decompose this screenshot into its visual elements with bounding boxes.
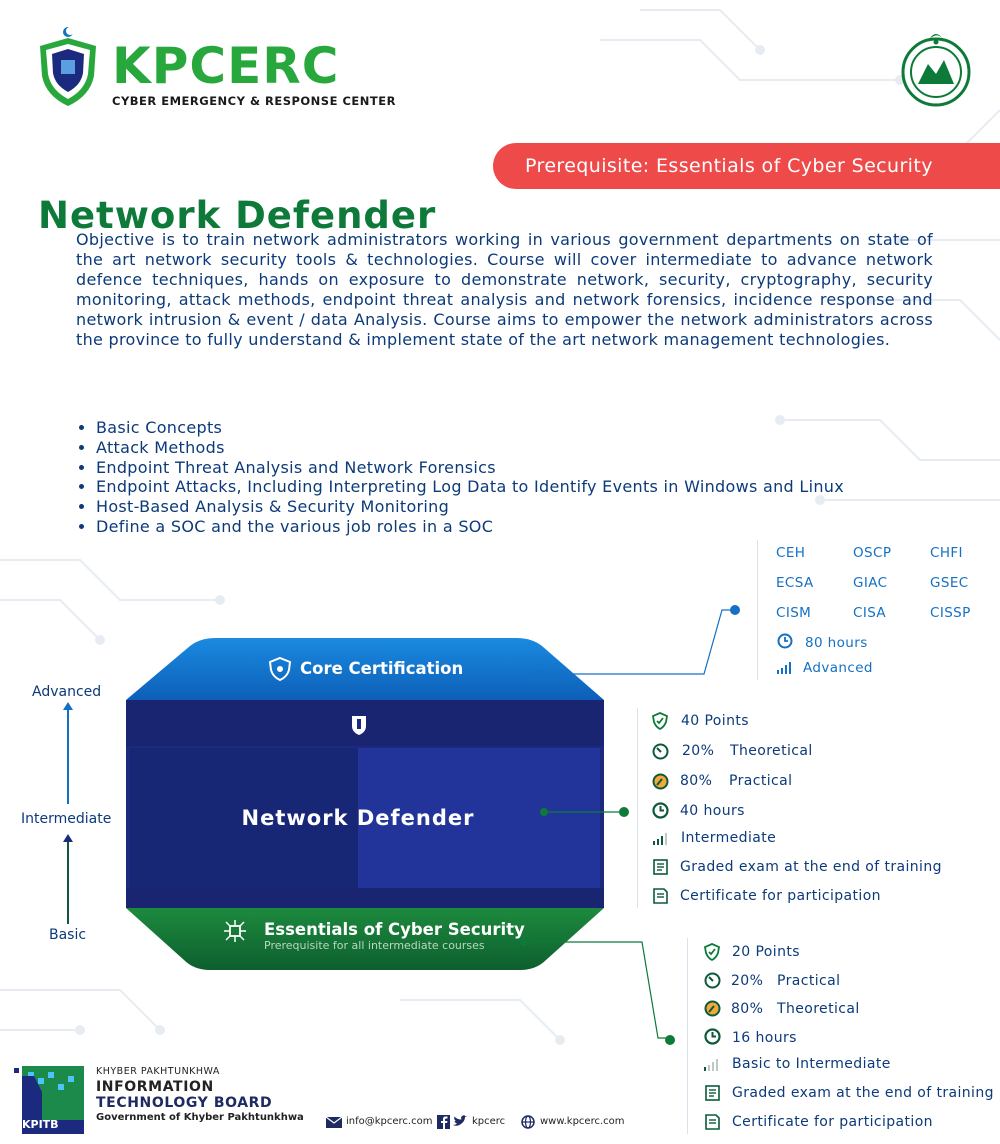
cert-item: OSCP xyxy=(853,545,892,561)
topic-item: Host-Based Analysis & Security Monitorin… xyxy=(96,497,844,517)
shield-check-icon xyxy=(704,943,720,961)
nd-points: 40 Points xyxy=(681,713,749,729)
gauge-filled-icon xyxy=(652,773,669,790)
core-certification-label: Core Certification xyxy=(300,659,464,678)
ecs-points: 20 Points xyxy=(732,944,800,960)
nd-hours: 40 hours xyxy=(680,803,745,819)
level-bars-icon xyxy=(704,1059,718,1071)
topic-list: Basic Concepts Attack Methods Endpoint T… xyxy=(76,418,844,537)
nd-theoretical-label: Theoretical xyxy=(730,743,813,759)
kpitb-logo xyxy=(14,1066,84,1134)
level-bars-icon xyxy=(653,833,667,845)
topic-item: Attack Methods xyxy=(96,438,844,458)
gauge-icon xyxy=(652,743,669,760)
certificate-icon xyxy=(705,1114,720,1130)
ecs-practical-label: Practical xyxy=(777,973,841,989)
cert-item: CISSP xyxy=(930,605,971,621)
kpitb-government: Government of Khyber Pakhtunkhwa xyxy=(96,1112,304,1123)
level-bars-icon xyxy=(777,662,791,674)
ecs-certificate: Certificate for participation xyxy=(732,1114,933,1130)
ecs-exam: Graded exam at the end of training xyxy=(732,1085,994,1101)
circuit-chip-icon xyxy=(224,920,246,942)
level-intermediate: Intermediate xyxy=(21,811,112,827)
prerequisite-banner: Prerequisite: Essentials of Cyber Securi… xyxy=(493,143,1000,189)
ecs-theoretical-label: Theoretical xyxy=(777,1001,860,1017)
kpcerc-wordmark: KPCERC xyxy=(112,37,340,95)
connector-lines xyxy=(530,605,740,1045)
nd-exam: Graded exam at the end of training xyxy=(680,859,942,875)
globe-icon xyxy=(521,1115,535,1129)
website-link[interactable]: www.kpcerc.com xyxy=(540,1116,625,1127)
cert-item: CEH xyxy=(776,545,806,561)
kpcerc-subtitle: CYBER EMERGENCY & RESPONSE CENTER xyxy=(112,94,396,108)
core-hours: 80 hours xyxy=(805,635,868,651)
kpitb-province: KHYBER PAKHTUNKHWA xyxy=(96,1066,220,1077)
topic-item: Define a SOC and the various job roles i… xyxy=(96,517,844,537)
exam-sheet-icon xyxy=(653,859,668,875)
ecs-practical-pct: 20% xyxy=(731,973,764,989)
core-level: Advanced xyxy=(803,660,873,676)
exam-sheet-icon xyxy=(705,1085,720,1101)
kpcerc-shield-logo xyxy=(40,27,96,106)
certificate-icon xyxy=(653,888,668,904)
social-handle[interactable]: kpcerc xyxy=(472,1116,506,1127)
kp-government-seal xyxy=(901,34,971,107)
clock-icon xyxy=(652,802,669,819)
gauge-filled-icon xyxy=(704,1000,721,1017)
cert-item: CHFI xyxy=(930,545,963,561)
cert-item: ECSA xyxy=(776,575,814,591)
clock-icon xyxy=(704,1028,721,1045)
cert-item: CISA xyxy=(853,605,887,621)
contact-email[interactable]: info@kpcerc.com xyxy=(346,1116,433,1127)
shield-check-icon xyxy=(652,712,668,730)
level-axis-arrows xyxy=(63,702,73,924)
facebook-twitter-icons xyxy=(437,1115,467,1129)
kpitb-short-label: KPITB xyxy=(22,1118,59,1131)
cert-item: GSEC xyxy=(930,575,969,591)
level-advanced: Advanced xyxy=(32,684,102,700)
kpitb-name-line2: TECHNOLOGY BOARD xyxy=(96,1095,273,1111)
topic-item: Endpoint Attacks, Including Interpreting… xyxy=(96,477,844,497)
kpitb-name-line1: INFORMATION xyxy=(96,1079,214,1095)
nd-practical-pct: 80% xyxy=(680,773,713,789)
course-objective: Objective is to train network administra… xyxy=(76,230,933,349)
essentials-label: Essentials of Cyber Security xyxy=(264,920,525,939)
topic-item: Endpoint Threat Analysis and Network For… xyxy=(96,458,844,478)
topic-item: Basic Concepts xyxy=(96,418,844,438)
essentials-sublabel: Prerequisite for all intermediate course… xyxy=(264,939,485,952)
nd-certificate: Certificate for participation xyxy=(680,888,881,904)
nd-bracket-line xyxy=(637,708,638,908)
mail-icon xyxy=(326,1117,342,1128)
ecs-level: Basic to Intermediate xyxy=(732,1056,891,1072)
nd-practical-label: Practical xyxy=(729,773,793,789)
network-defender-label: Network Defender xyxy=(241,806,475,830)
nd-theoretical-pct: 20% xyxy=(682,743,715,759)
gauge-icon xyxy=(704,972,721,989)
level-basic: Basic xyxy=(49,927,87,943)
cert-item: CISM xyxy=(776,605,812,621)
ecs-bracket-line xyxy=(687,938,688,1134)
clock-icon xyxy=(777,633,793,649)
ecs-theoretical-pct: 80% xyxy=(731,1001,764,1017)
course-stack-diagram xyxy=(126,638,604,970)
core-bracket-line xyxy=(757,540,758,680)
ecs-hours: 16 hours xyxy=(732,1030,797,1046)
nd-level: Intermediate xyxy=(681,830,777,846)
cert-item: GIAC xyxy=(853,575,888,591)
shield-badge-icon xyxy=(268,656,292,682)
course-title: Network Defender xyxy=(38,194,437,237)
